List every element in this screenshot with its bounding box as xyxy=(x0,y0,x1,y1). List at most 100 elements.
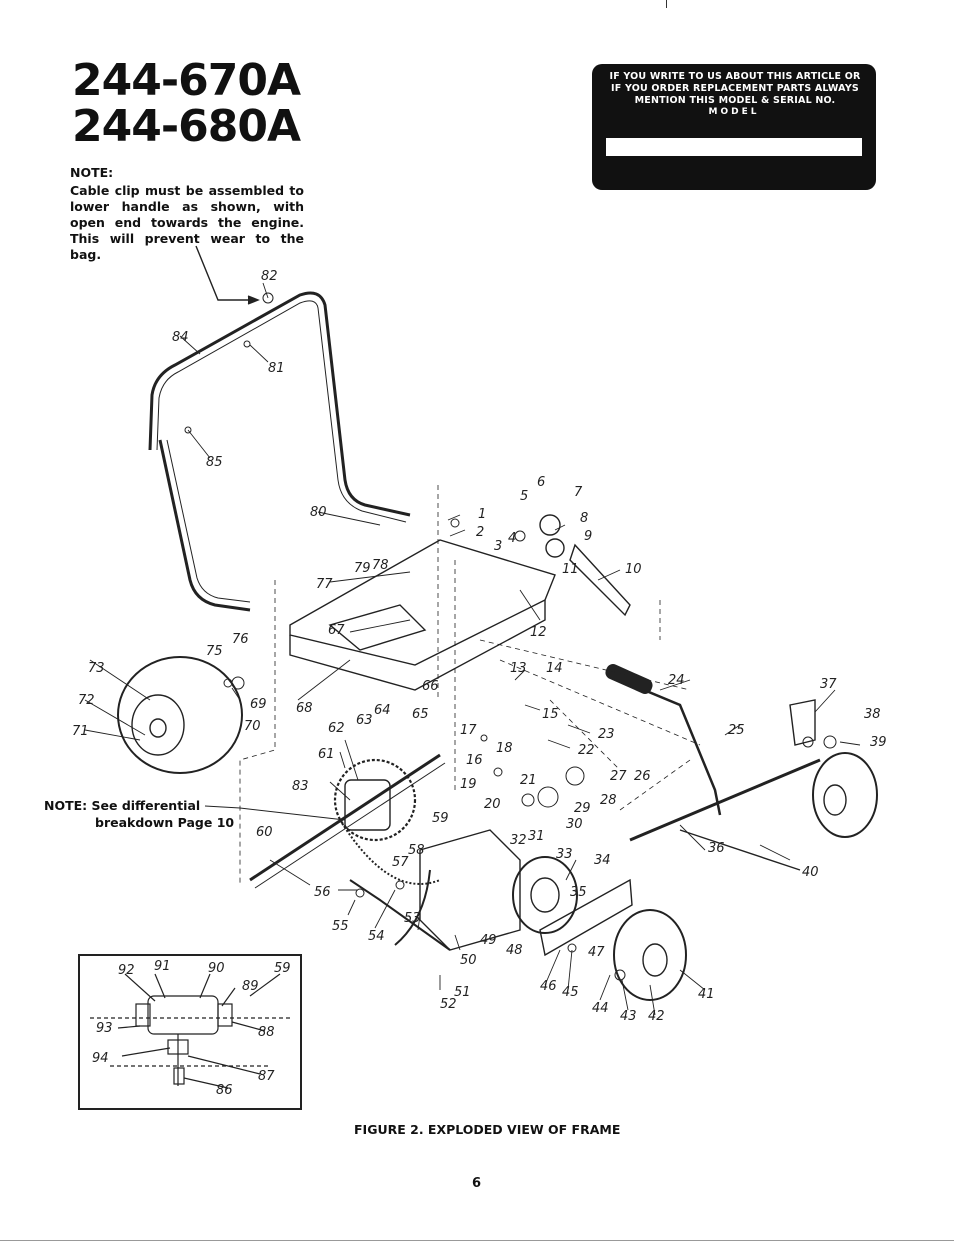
callout-2: 2 xyxy=(476,525,484,540)
callout-61: 61 xyxy=(318,747,335,762)
main-frame-side xyxy=(289,600,546,691)
callout-14: 14 xyxy=(546,661,563,676)
callout-68: 68 xyxy=(296,701,313,716)
callout-31: 31 xyxy=(528,829,545,844)
shift-lever xyxy=(619,678,722,816)
height-bracket xyxy=(789,699,816,746)
callout-33: 33 xyxy=(556,847,573,862)
idler-pulley-lower xyxy=(545,538,565,558)
front-cross-bar xyxy=(679,829,801,871)
callout-70: 70 xyxy=(244,719,261,734)
callout-37: 37 xyxy=(820,677,837,692)
callout-82: 82 xyxy=(261,269,278,284)
callout-73: 73 xyxy=(88,661,105,676)
callout-38: 38 xyxy=(864,707,881,722)
callout-7: 7 xyxy=(574,485,583,500)
serial-number-field xyxy=(606,138,862,156)
differential-housing xyxy=(344,779,391,831)
inset-callout-92: 92 xyxy=(118,963,135,978)
model-number-1: 244-670A xyxy=(72,55,301,106)
drive-sprocket xyxy=(333,758,417,842)
note-text: Cable clip must be assembled to lower ha… xyxy=(70,183,304,262)
callout-17: 17 xyxy=(460,723,477,738)
callout-63: 63 xyxy=(356,713,373,728)
left-front-hub xyxy=(642,943,668,977)
callout-77: 77 xyxy=(316,577,333,592)
callout-56: 56 xyxy=(314,885,331,900)
callout-65: 65 xyxy=(412,707,429,722)
note-heading: NOTE: xyxy=(70,165,114,180)
callout-6: 6 xyxy=(537,475,545,490)
callout-20: 20 xyxy=(484,797,501,812)
notice-text: IF YOU WRITE TO US ABOUT THIS ARTICLE OR… xyxy=(609,71,861,106)
callout-11: 11 xyxy=(562,562,579,577)
registration-tick xyxy=(666,0,667,8)
page-number: 6 xyxy=(472,1176,482,1191)
control-rod xyxy=(349,879,451,951)
callout-84: 84 xyxy=(172,330,189,345)
callout-48: 48 xyxy=(506,943,523,958)
pulley-guard-plate xyxy=(539,878,633,957)
callout-29: 29 xyxy=(574,801,591,816)
callout-8: 8 xyxy=(580,511,588,526)
shift-knob xyxy=(605,664,653,694)
inset-callout-88: 88 xyxy=(258,1025,275,1040)
callout-44: 44 xyxy=(592,1001,609,1016)
figure-caption: FIGURE 2. EXPLODED VIEW OF FRAME xyxy=(354,1122,621,1137)
callout-85: 85 xyxy=(206,455,223,470)
callout-30: 30 xyxy=(566,817,583,832)
callout-1: 1 xyxy=(478,507,486,522)
callout-3: 3 xyxy=(494,539,502,554)
lower-handle-inner xyxy=(166,439,251,603)
callout-34: 34 xyxy=(594,853,611,868)
callout-40: 40 xyxy=(802,865,819,880)
callout-52: 52 xyxy=(440,997,457,1012)
inset-callout-94: 94 xyxy=(92,1051,109,1066)
model-number-2: 244-680A xyxy=(72,101,301,152)
note-arrowhead xyxy=(247,295,260,305)
rear-wheel-hub xyxy=(131,694,185,756)
callout-16: 16 xyxy=(466,753,483,768)
right-front-wheel xyxy=(812,752,878,838)
callout-69: 69 xyxy=(250,697,267,712)
callout-53: 53 xyxy=(404,911,421,926)
callout-47: 47 xyxy=(588,945,605,960)
callout-55: 55 xyxy=(332,919,349,934)
lower-handle xyxy=(158,439,251,612)
idler-pulley-upper xyxy=(539,514,561,536)
callout-78: 78 xyxy=(372,558,389,573)
callout-35: 35 xyxy=(570,885,587,900)
callout-76: 76 xyxy=(232,632,249,647)
callout-58: 58 xyxy=(408,843,425,858)
callout-22: 22 xyxy=(578,743,595,758)
differential-note-leader xyxy=(204,805,346,821)
callout-60: 60 xyxy=(256,825,273,840)
motion-arrow xyxy=(394,869,431,946)
upper-handle-inner xyxy=(156,300,407,523)
callout-18: 18 xyxy=(496,741,513,756)
inset-callout-59: 59 xyxy=(274,961,291,976)
callout-46: 46 xyxy=(540,979,557,994)
callout-25: 25 xyxy=(728,723,745,738)
differential-note-line2: breakdown Page 10 xyxy=(95,815,235,830)
drive-pulley-inner xyxy=(530,877,560,913)
rear-wheel xyxy=(117,656,243,774)
upper-handle xyxy=(148,291,411,517)
left-front-wheel xyxy=(613,909,687,1001)
differential-inset: 92 91 90 59 89 93 88 94 87 86 xyxy=(78,954,302,1110)
callout-32: 32 xyxy=(510,833,527,848)
front-axle xyxy=(629,758,821,842)
callout-26: 26 xyxy=(634,769,651,784)
note-leader-arrow xyxy=(195,245,256,301)
callout-41: 41 xyxy=(698,987,715,1002)
inset-callout-89: 89 xyxy=(242,979,259,994)
callout-72: 72 xyxy=(78,693,95,708)
rear-axle-lower xyxy=(254,762,446,889)
callout-81: 81 xyxy=(268,361,285,376)
callout-36: 36 xyxy=(708,841,725,856)
callout-39: 39 xyxy=(870,735,887,750)
bottom-rule xyxy=(0,1240,954,1241)
rear-wheel-center xyxy=(149,718,167,738)
transmission-housing xyxy=(419,829,521,951)
